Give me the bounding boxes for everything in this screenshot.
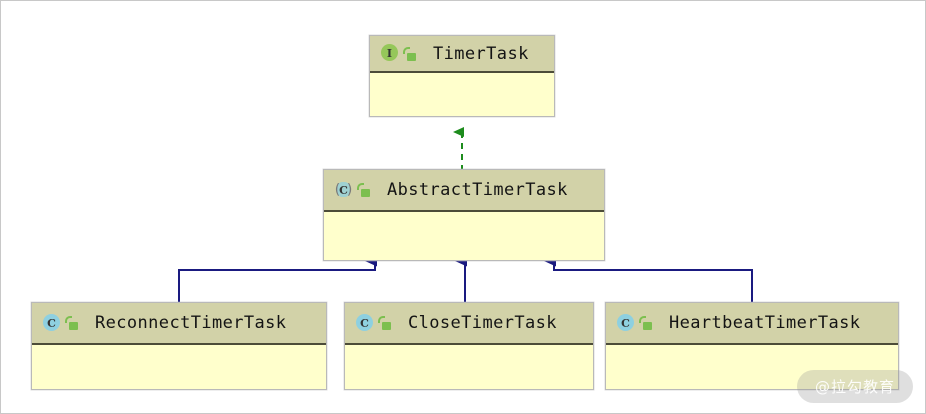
watermark-label: @拉勾教育	[796, 370, 913, 403]
class-name-label: ReconnectTimerTask	[95, 313, 287, 333]
class-icon: C	[42, 313, 61, 333]
edge-extends-heartbeat	[544, 255, 753, 302]
edge-extends-reconnect	[178, 255, 377, 302]
class-node-header: I TimerTask	[370, 36, 554, 73]
interface-icon: I	[380, 44, 399, 63]
class-node-reconnect-timer-task[interactable]: C ReconnectTimerTask	[31, 302, 327, 390]
class-node-header: C ReconnectTimerTask	[32, 303, 326, 345]
unlocked-padlock-icon	[65, 315, 79, 331]
class-icon: C	[616, 313, 635, 333]
class-node-heartbeat-timer-task[interactable]: C HeartbeatTimerTask	[605, 302, 899, 390]
class-name-label: AbstractTimerTask	[387, 180, 568, 200]
class-members-compartment	[606, 345, 898, 387]
class-node-abstract-timer-task[interactable]: ( C ) AbstractTimerTask	[323, 169, 605, 261]
class-name-label: HeartbeatTimerTask	[669, 313, 861, 333]
class-members-compartment	[345, 345, 593, 387]
unlocked-padlock-icon	[357, 182, 371, 198]
abstract-class-icon: ( C )	[333, 181, 354, 198]
class-name-label: CloseTimerTask	[408, 313, 557, 333]
class-node-timer-task[interactable]: I TimerTask	[369, 35, 555, 117]
class-members-compartment	[32, 345, 326, 387]
class-node-header: C CloseTimerTask	[345, 303, 593, 345]
unlocked-padlock-icon	[403, 46, 417, 62]
class-members-compartment	[370, 73, 554, 110]
class-name-label: TimerTask	[433, 43, 529, 64]
class-node-header: C HeartbeatTimerTask	[606, 303, 898, 345]
class-node-close-timer-task[interactable]: C CloseTimerTask	[344, 302, 594, 390]
unlocked-padlock-icon	[639, 315, 653, 331]
class-members-compartment	[324, 212, 604, 258]
unlocked-padlock-icon	[378, 315, 392, 331]
class-icon: C	[355, 313, 374, 333]
class-node-header: ( C ) AbstractTimerTask	[324, 170, 604, 212]
